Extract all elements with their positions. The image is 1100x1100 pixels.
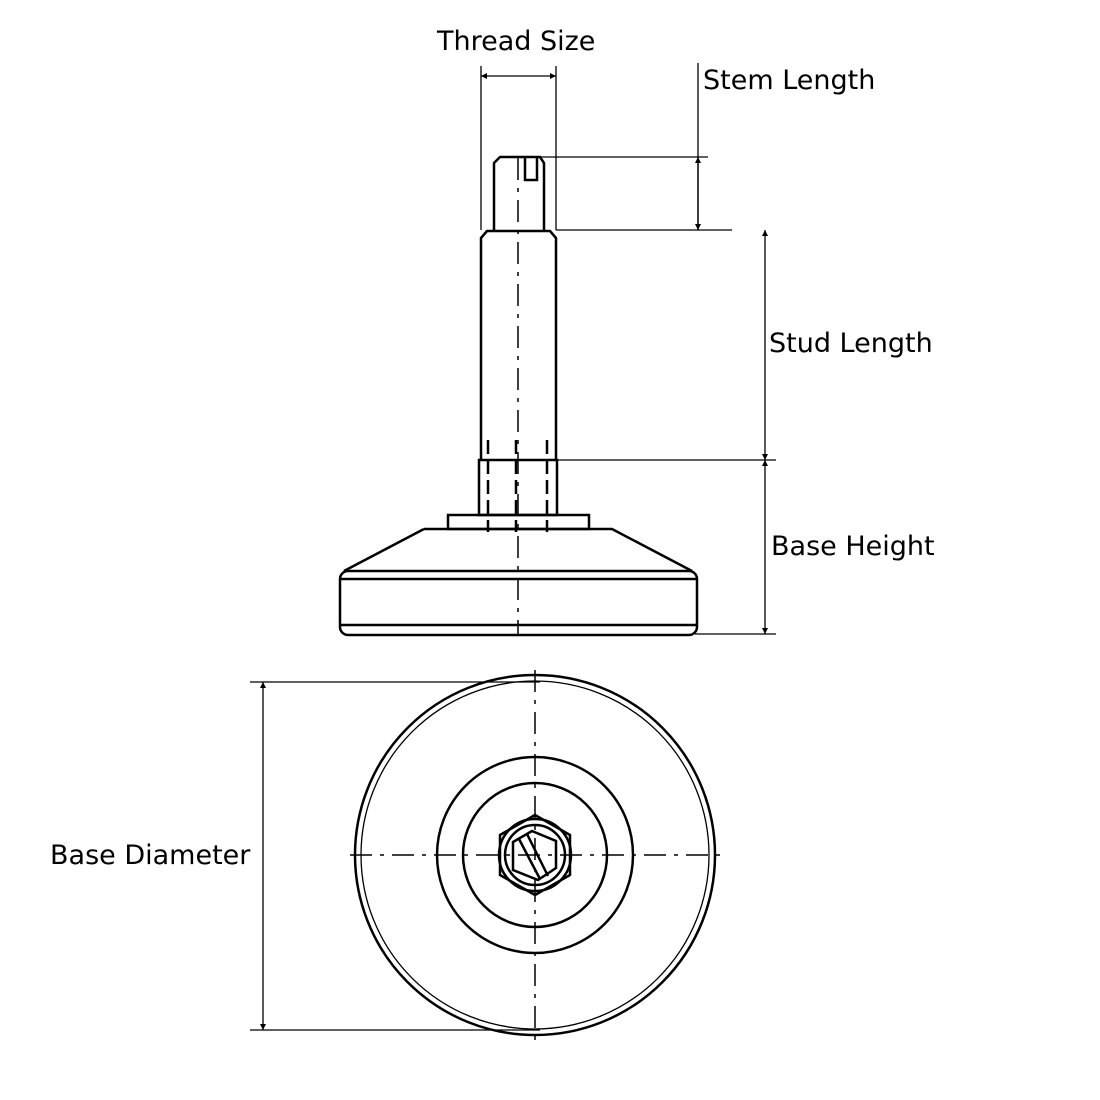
stud-length-label: Stud Length [769, 328, 933, 359]
stem-slot [523, 157, 539, 182]
top-view [350, 670, 720, 1040]
stem-length-label: Stem Length [703, 65, 876, 96]
threaded-stem [492, 155, 546, 230]
hex-socket [511, 829, 558, 882]
thread-size-label: Thread Size [437, 26, 596, 57]
base-height-label: Base Height [771, 531, 935, 562]
side-view [338, 155, 699, 637]
dimension-lines [250, 63, 776, 1031]
base-diameter-label: Base Diameter [50, 840, 251, 871]
base-cone [343, 527, 693, 573]
